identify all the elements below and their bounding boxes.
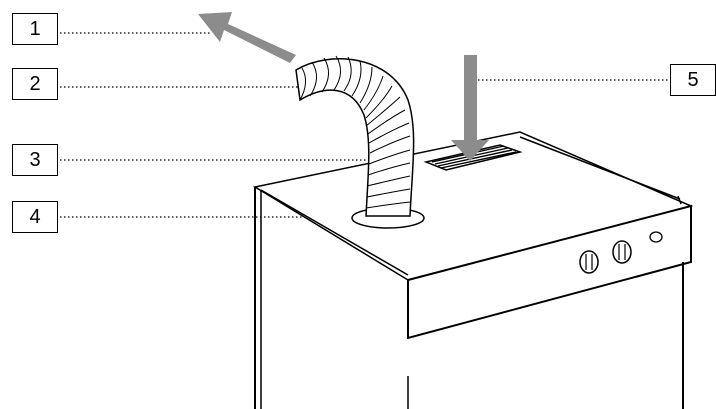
control-knob-1 <box>579 250 599 274</box>
exhaust-arrow <box>198 12 296 63</box>
callout-1: 1 <box>12 13 58 45</box>
intake-arrow <box>451 55 489 161</box>
control-panel <box>407 204 692 340</box>
callout-5: 5 <box>670 64 716 96</box>
callout-2: 2 <box>12 68 58 100</box>
callout-3: 3 <box>12 144 58 176</box>
indicator-light <box>649 231 663 243</box>
callout-4: 4 <box>12 201 58 233</box>
appliance-cabinet <box>252 131 694 409</box>
control-knob-2 <box>612 240 632 264</box>
exhaust-hose <box>295 55 415 217</box>
